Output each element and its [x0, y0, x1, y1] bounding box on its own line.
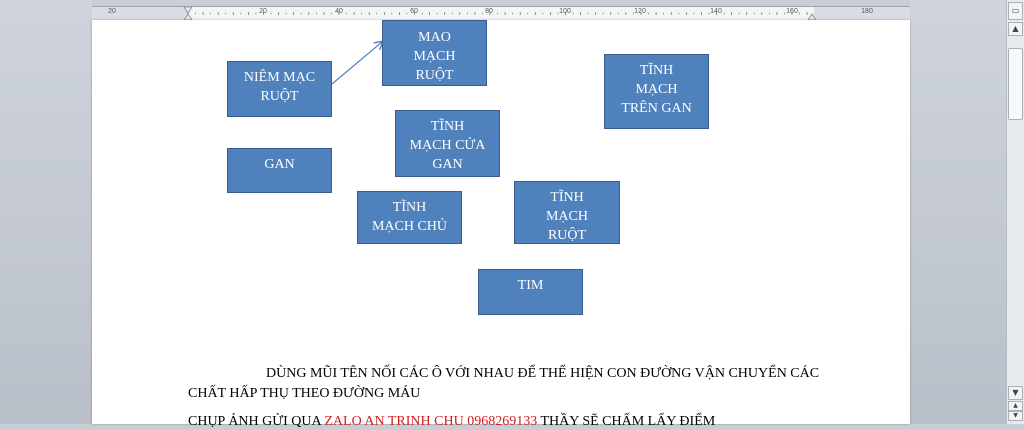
workspace-left [0, 0, 92, 424]
indent-markers [183, 7, 817, 20]
ruler-label: 20 [259, 8, 267, 15]
right-indent-marker[interactable] [807, 13, 817, 20]
zalo-contact: ZALO AN TRINH CHU 0968269133 [324, 414, 538, 429]
box-niem-mac-ruot[interactable]: NIÊM MẠC RUỘT [227, 61, 332, 117]
workspace-right [910, 0, 1006, 424]
box-tinh-mach-chu[interactable]: TĨNH MẠCH CHỦ [357, 191, 462, 244]
horizontal-ruler[interactable]: 20 20 40 60 80 100 120 140 160 180 [92, 6, 910, 21]
ruler-left-margin [92, 7, 188, 20]
ruler-label: 160 [786, 8, 798, 15]
box-mao-mach-ruot[interactable]: MAO MẠCH RUỘT [382, 20, 487, 86]
ruler-label: 100 [559, 8, 571, 15]
next-page-icon[interactable]: ▼ [1008, 411, 1023, 421]
ruler-label: 80 [485, 8, 493, 15]
box-gan[interactable]: GAN [227, 148, 332, 193]
ruler-ticks [187, 12, 808, 15]
ruler-label: 60 [410, 8, 418, 15]
submit-note: CHỤP ẢNH GỬI QUA ZALO AN TRINH CHU 09682… [188, 414, 715, 430]
instruction-paragraph: DÙNG MŨI TÊN NỐI CÁC Ô VỚI NHAU ĐỂ THỂ H… [188, 366, 820, 401]
previous-page-icon[interactable]: ▲ [1008, 401, 1023, 411]
ruler-label: 120 [634, 8, 646, 15]
arrow-connector[interactable] [92, 20, 910, 424]
box-tinh-mach-cua-gan[interactable]: TĨNH MẠCH CỬA GAN [395, 110, 500, 177]
box-tinh-mach-ruot[interactable]: TĨNH MẠCH RUỘT [514, 181, 620, 244]
vertical-scrollbar[interactable]: ▭ ▲ ▼ ▲ ▼ [1006, 0, 1024, 424]
hanging-indent-marker[interactable] [183, 13, 193, 20]
document-page[interactable]: NIÊM MẠC RUỘT MAO MẠCH RUỘT TĨNH MẠCH TR… [92, 20, 910, 429]
ruler-label: 140 [710, 8, 722, 15]
ruler-label: 180 [861, 8, 873, 15]
arrow-up-icon[interactable]: ▲ [1008, 22, 1023, 36]
scrollbar-thumb[interactable] [1008, 48, 1023, 120]
ruler-label: 40 [335, 8, 343, 15]
submit-suffix: THẦY SẼ CHẤM LẤY ĐIỂM [540, 414, 716, 429]
submit-prefix: CHỤP ẢNH GỬI QUA [188, 414, 321, 429]
arrow-down-icon[interactable]: ▼ [1008, 386, 1023, 400]
first-line-indent-marker[interactable] [183, 7, 193, 14]
ruler-toggle-icon[interactable]: ▭ [1008, 2, 1023, 20]
box-tinh-mach-tren-gan[interactable]: TĨNH MẠCH TRÊN GAN [604, 54, 709, 129]
box-tim[interactable]: TIM [478, 269, 583, 315]
ruler-right-margin [814, 7, 910, 20]
ruler-label: 20 [108, 8, 116, 15]
